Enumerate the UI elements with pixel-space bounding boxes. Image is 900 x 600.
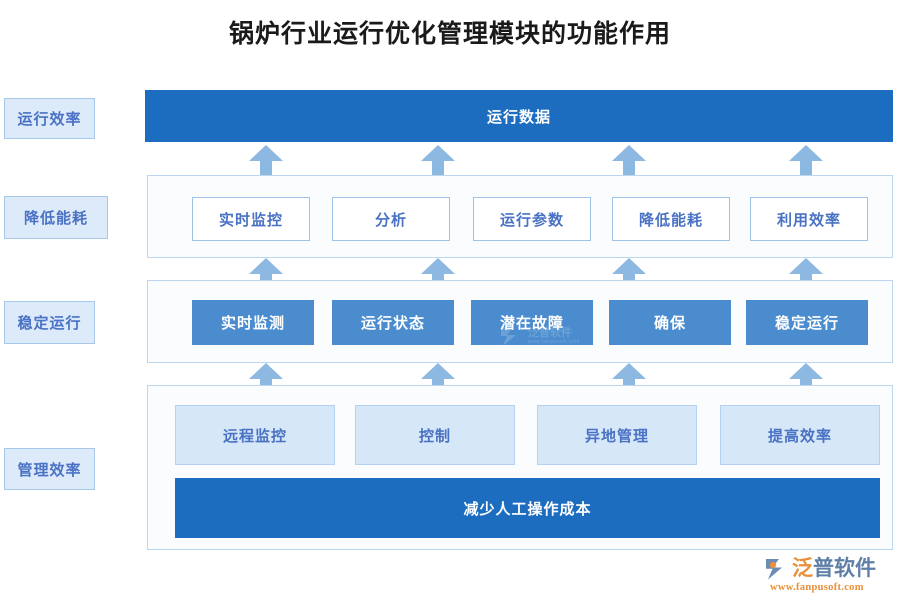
arrow-up-icon: [789, 145, 823, 175]
node-improve-efficiency[interactable]: 提高效率: [720, 405, 880, 465]
stage-label-text: 稳定运行: [17, 315, 82, 332]
node-label: 远程监控: [222, 427, 287, 445]
node-label: 分析: [374, 211, 407, 229]
top-bar-operating-data: 运行数据: [145, 90, 893, 142]
node-utilization-efficiency[interactable]: 利用效率: [750, 197, 868, 241]
arrow-up-icon: [421, 145, 455, 175]
node-analysis[interactable]: 分析: [332, 197, 450, 241]
node-operating-status[interactable]: 运行状态: [332, 300, 454, 345]
logo-name: 泛普软件: [792, 558, 876, 580]
node-ensure[interactable]: 确保: [609, 300, 731, 345]
node-label: 稳定运行: [774, 315, 839, 332]
bottom-bar-label: 减少人工操作成本: [463, 500, 592, 518]
stage-label-text: 降低能耗: [23, 210, 88, 227]
node-label: 异地管理: [584, 427, 649, 445]
logo-name-first: 泛: [792, 557, 813, 580]
company-logo: 泛普软件 www.fanpusoft.com: [764, 556, 892, 598]
node-potential-fault[interactable]: 潜在故障: [471, 300, 593, 345]
node-control[interactable]: 控制: [355, 405, 515, 465]
node-reduce-energy-consumption[interactable]: 降低能耗: [612, 197, 730, 241]
node-remote-monitoring[interactable]: 远程监控: [175, 405, 335, 465]
node-label: 利用效率: [776, 211, 841, 229]
arrow-up-icon: [612, 145, 646, 175]
node-remote-site-management[interactable]: 异地管理: [537, 405, 697, 465]
logo-url: www.fanpusoft.com: [770, 582, 864, 593]
bottom-bar-reduce-labor-cost: 减少人工操作成本: [175, 478, 880, 538]
node-label: 潜在故障: [499, 315, 564, 332]
stage-label-reduce-energy: 降低能耗: [4, 196, 108, 239]
node-real-time-monitoring[interactable]: 实时监控: [192, 197, 310, 241]
stage-label-management-efficiency: 管理效率: [4, 448, 95, 490]
node-operating-parameters[interactable]: 运行参数: [473, 197, 591, 241]
node-real-time-detection[interactable]: 实时监测: [192, 300, 314, 345]
node-stable-operation[interactable]: 稳定运行: [746, 300, 868, 345]
page-title: 锅炉行业运行优化管理模块的功能作用: [228, 20, 671, 48]
node-label: 降低能耗: [638, 211, 703, 229]
logo-name-rest: 普软件: [813, 557, 876, 580]
fanpu-logo-icon: [766, 559, 782, 580]
node-label: 实时监控: [218, 211, 283, 229]
node-label: 确保: [653, 315, 686, 332]
node-label: 运行状态: [360, 315, 425, 332]
node-label: 实时监测: [220, 315, 285, 332]
arrow-up-icon: [249, 145, 283, 175]
node-label: 运行参数: [499, 211, 564, 229]
stage-label-text: 运行效率: [17, 111, 82, 128]
stage-label-text: 管理效率: [17, 461, 82, 479]
top-bar-label: 运行数据: [486, 108, 551, 126]
node-label: 控制: [418, 427, 451, 445]
node-label: 提高效率: [767, 427, 832, 445]
stage-label-operating-efficiency: 运行效率: [4, 98, 95, 139]
stage-label-stable-operation: 稳定运行: [4, 301, 95, 344]
